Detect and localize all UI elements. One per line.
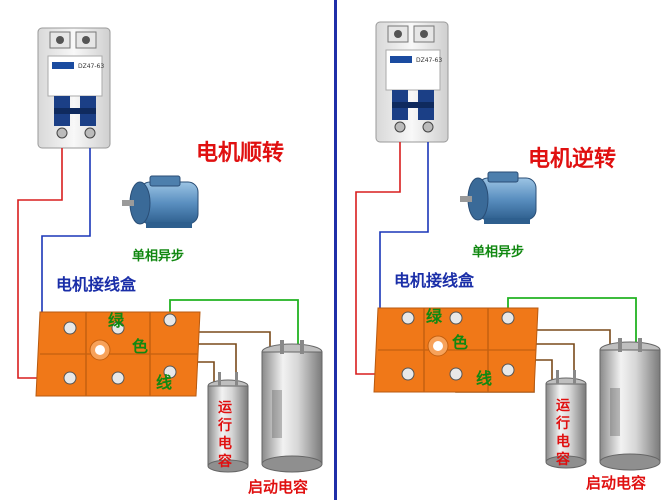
green-wire-char-1: 绿 <box>108 311 125 330</box>
run-capacitor <box>207 372 249 473</box>
blue-wire <box>379 142 429 319</box>
terminal-box <box>35 311 201 397</box>
terminal-screw-icon <box>63 313 177 385</box>
run-cap-char-3: 电 <box>556 433 570 450</box>
green-wire-char-3: 线 <box>476 369 492 388</box>
brown-wire-3 <box>508 329 611 346</box>
green-wire-char-3: 线 <box>156 373 172 392</box>
terminal-box-label: 电机接线盒 <box>56 275 137 294</box>
capacitor-icon <box>599 338 661 471</box>
circuit-breaker-icon: DZ47-63 <box>375 21 449 143</box>
motor-type-label: 单相异步 <box>472 244 524 260</box>
right-panel: DZ47-63 <box>355 21 661 492</box>
capacitor-icon <box>261 340 323 473</box>
left-panel: DZ47-63 <box>17 27 323 496</box>
brown-wire-3 <box>170 331 271 348</box>
blue-wire <box>41 148 91 329</box>
terminal-screw-icon <box>401 311 515 381</box>
run-cap-char-3: 电 <box>218 435 232 452</box>
breaker-brand-text: DZ47-63 <box>78 63 104 70</box>
green-wire-char-2: 色 <box>452 333 468 352</box>
run-cap-char-2: 行 <box>555 415 570 432</box>
run-cap-char-4: 容 <box>555 451 570 468</box>
motor-type-label: 单相异步 <box>132 248 184 264</box>
start-cap-label: 启动电容 <box>248 478 308 496</box>
motor-icon <box>122 175 199 228</box>
breaker-brand-text: DZ47-63 <box>416 57 442 64</box>
red-wire <box>355 142 408 375</box>
run-capacitor <box>545 370 587 469</box>
green-wire <box>169 299 299 348</box>
green-wire-char-2: 色 <box>132 337 148 356</box>
start-cap-label: 启动电容 <box>586 474 646 492</box>
direction-title: 电机逆转 <box>528 146 616 172</box>
run-cap-char-4: 容 <box>217 453 232 470</box>
panel-divider <box>334 0 337 500</box>
terminal-box <box>373 307 539 393</box>
motor-icon <box>460 171 537 224</box>
red-wire <box>17 148 70 379</box>
circuit-breaker-icon: DZ47-63 <box>37 27 111 149</box>
direction-title: 电机顺转 <box>196 140 284 166</box>
run-cap-char-1: 运 <box>218 400 232 416</box>
terminal-box-label: 电机接线盒 <box>394 271 475 290</box>
green-wire-char-1: 绿 <box>426 307 443 326</box>
run-cap-char-1: 运 <box>556 398 570 414</box>
run-cap-char-2: 行 <box>217 417 232 434</box>
